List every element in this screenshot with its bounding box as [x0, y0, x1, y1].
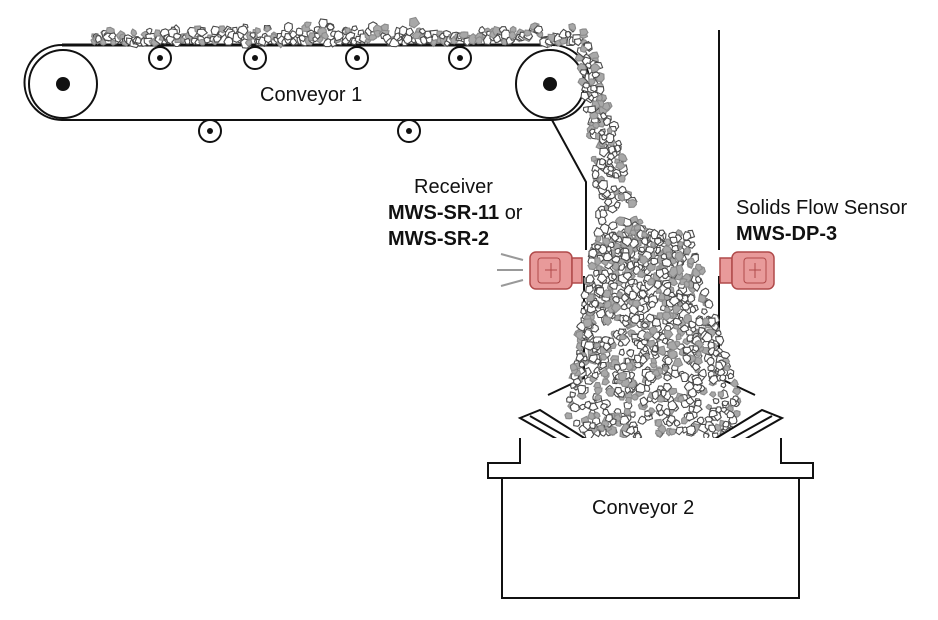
bulk-material	[90, 16, 742, 443]
conveyor-1-idlers	[148, 46, 472, 143]
receiver-model-line: MWS-SR-11 or	[388, 201, 522, 225]
conveyor-2-body	[501, 477, 800, 599]
solids-flow-sensor-device	[719, 251, 775, 290]
sensor-model: MWS-DP-3	[736, 223, 838, 245]
conveyor-2-frame	[487, 438, 814, 479]
receiver-device	[529, 251, 583, 290]
receiver-title: Receiver	[414, 176, 493, 198]
receiver-model-a: MWS-SR-11	[388, 202, 500, 224]
conveyor-1-pulley-left	[28, 49, 98, 119]
conveyor-1-label: Conveyor 1	[260, 84, 363, 106]
chute-left-upper-wall	[551, 119, 587, 250]
signal-icon	[497, 253, 524, 287]
receiver-model-b: MWS-SR-2	[388, 228, 490, 250]
receiver-or: or	[504, 202, 523, 224]
conveyor-2	[487, 438, 814, 599]
conveyor-1-pulley-right	[515, 49, 585, 119]
sensor-title: Solids Flow Sensor	[736, 197, 908, 219]
conveyor-2-label: Conveyor 2	[592, 497, 695, 519]
